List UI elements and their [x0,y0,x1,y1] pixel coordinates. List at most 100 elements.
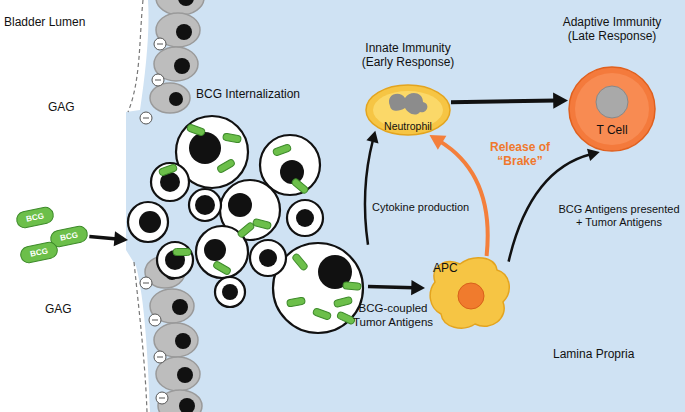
bcg-bacillus [272,144,291,157]
t-cell-shape [568,66,656,152]
bcg-bacillus [216,158,235,173]
cell-label: Neutrophil [365,120,451,132]
arrow-head [114,231,128,246]
umbrella-nucleus [175,333,191,349]
cell-nucleus [296,209,314,227]
urothelial-cell [215,277,245,307]
arrow-connector [89,231,128,246]
umbrella-nucleus [179,398,195,412]
layer-label: GAG [45,302,72,316]
bcg-bacillus [173,249,191,256]
group-heading: Innate Immunity (Early Response) [353,42,463,70]
arrow-connector [368,280,425,295]
negative-charge-symbol [140,112,152,124]
t-cell: Adaptive Immunity (Late Response)T Cell [568,66,656,152]
bcg-bacillus [312,308,331,321]
lobed-nucleus [389,93,427,114]
urothelial-cell [128,116,363,333]
urothelial-cell [287,200,323,236]
cell-nucleus [596,86,628,118]
urothelial-cell [157,242,193,278]
cell-body [366,85,450,135]
process-heading: BCG Internalization [128,88,368,102]
connector-line [368,286,414,287]
urothelial-cell [250,240,286,276]
arrow-connector [451,92,568,108]
negative-charge-symbol [152,74,164,86]
umbrella-nucleus [174,58,190,74]
negative-charge-symbol [155,80,161,81]
negative-charge-symbol [143,283,149,284]
negative-charge-symbol [154,38,166,50]
cell-nucleus [189,132,221,164]
bcg-bacillus [158,124,361,325]
arrow-head [366,131,378,144]
bcg-bacillus [212,260,231,275]
bcg-bacillus [158,164,177,177]
antigen-presenting-cell: APC [425,252,513,332]
layer-label: GAG [48,100,75,114]
cell-nucleus [139,132,352,300]
bcg-bacillus [252,218,271,229]
connector-line [365,140,373,245]
lamina-propria-area [126,0,685,412]
neutrophil-cell: Innate Immunity (Early Response)Neutroph… [365,84,451,136]
bcg-bacillus [292,253,309,271]
cell-nucleus [228,193,252,217]
cell-label: APC [433,262,458,276]
urothelial-cell [151,163,189,201]
connector-line [89,237,117,239]
edge-label: Cytokine production [372,201,484,214]
edge-label: BCG-coupled Tumor Antigens [343,302,443,330]
cell-body [569,67,655,151]
bcg-bacillus [343,282,362,291]
negative-charge-symbol [149,314,161,326]
bcg-bacillus [333,296,352,307]
bacillus-label: BCG [20,241,58,263]
umbrella-cell [150,83,190,113]
arrow-head [430,135,447,150]
region-label: Lamina Propria [553,347,634,361]
arrow-connector [430,135,488,256]
negative-charge-symbol [157,44,163,45]
cell-nucleus [204,239,226,261]
umbrella-nucleus [177,367,193,383]
urothelial-cell-cluster: BCG Internalization [128,88,368,333]
cell-nucleus [280,160,304,184]
bcg-bacillus: BCG [15,205,56,230]
cell-nucleus [195,195,215,215]
bcg-bacillus [336,311,355,325]
cell-nucleus [259,249,277,267]
negative-charge-symbol [159,398,165,399]
connector-line [451,101,556,103]
connector-line [440,141,488,256]
arrow-connector [365,131,379,245]
gag-layer [128,0,143,112]
bacillus-label: BCG [16,206,54,228]
negative-charge-symbol [140,277,152,289]
umbrella-nucleus [172,299,188,315]
region-label: Bladder Lumen [4,15,85,29]
bcg-bacillus [237,222,255,239]
urothelial-cell [128,202,168,242]
negative-charge-symbol [157,357,163,358]
group-heading: Adaptive Immunity (Late Response) [550,16,674,44]
bcg-bacillus [223,133,242,143]
negative-charge-symbol [156,392,168,404]
cell-nucleus [458,283,484,309]
arrow-head [587,149,600,161]
bcg-bacillus: BCG [19,240,60,265]
urothelial-cell [189,189,221,221]
umbrella-nucleus [178,0,194,6]
arrow-head [553,92,568,108]
edge-label: BCG Antigens presented + Tumor Antigens [556,203,682,229]
bcg-bacillus [186,124,205,137]
cell-label: T Cell [568,124,656,138]
cell-body [430,258,509,328]
bcg-bacillus [287,297,306,307]
umbrella-nucleus [169,92,183,106]
edge-label: Release of “Brake” [484,140,556,169]
negative-charge-symbol [152,320,158,321]
arrow-head [411,280,425,295]
